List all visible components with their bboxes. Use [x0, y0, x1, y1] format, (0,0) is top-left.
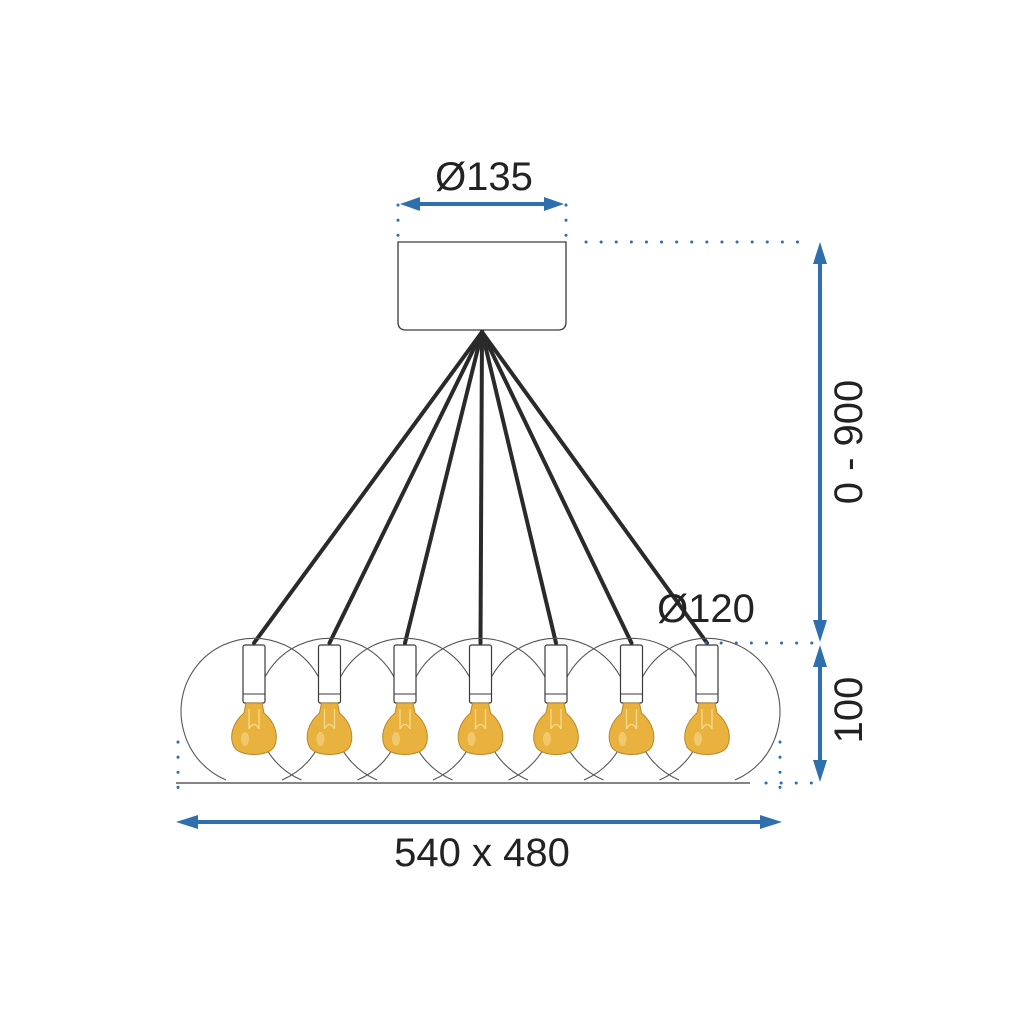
cord-6 — [480, 330, 634, 645]
overall-width-arrow — [176, 815, 782, 829]
bulb-highlight-7 — [694, 732, 702, 746]
overall-size-label: 540 x 480 — [394, 831, 570, 875]
cord-1 — [252, 330, 484, 645]
edison-bulb-6 — [608, 702, 655, 755]
cord-7 — [480, 330, 709, 645]
bulb-highlight-3 — [392, 732, 400, 746]
bulb-highlight-5 — [543, 732, 551, 746]
bulb-filament-1 — [248, 709, 260, 730]
edison-bulb-5 — [533, 702, 579, 755]
canopy-width-arrow — [400, 197, 564, 211]
edison-bulb-2 — [306, 702, 353, 755]
cord-2 — [327, 330, 484, 645]
dimension-arrows — [176, 197, 827, 829]
bulb-highlight-1 — [241, 732, 249, 746]
extension-lines — [176, 203, 814, 804]
edison-bulb-1 — [231, 702, 277, 755]
cord-3 — [403, 330, 484, 645]
bulb-filament-3 — [399, 709, 411, 730]
bulb-filament-5 — [550, 709, 562, 730]
drop-height-arrow — [813, 242, 827, 642]
cords-group — [252, 330, 709, 645]
drop-range-label: 0 - 900 — [827, 380, 871, 505]
bulbs-group — [231, 702, 730, 755]
globe-height-arrow — [813, 645, 827, 782]
sockets-group — [242, 644, 719, 704]
globe-diameter-label: Ø120 — [657, 587, 755, 631]
bulb-filament-4 — [474, 709, 487, 730]
cord-5 — [480, 330, 558, 645]
bulb-highlight-2 — [316, 732, 325, 746]
edison-bulb-4 — [457, 702, 504, 755]
glass-globe-lower-1 — [183, 731, 227, 781]
bulb-filament-6 — [625, 709, 638, 730]
bulb-filament-7 — [701, 709, 713, 730]
bulb-highlight-6 — [618, 732, 627, 746]
bulb-filament-2 — [323, 709, 336, 730]
cord-4 — [478, 330, 484, 645]
edison-bulb-3 — [382, 702, 428, 755]
globe-height-label: 100 — [827, 677, 871, 744]
edison-bulb-7 — [684, 702, 730, 755]
canopy-icon — [397, 241, 567, 331]
bulb-highlight-4 — [467, 732, 476, 746]
canopy-diameter-label: Ø135 — [435, 155, 533, 199]
